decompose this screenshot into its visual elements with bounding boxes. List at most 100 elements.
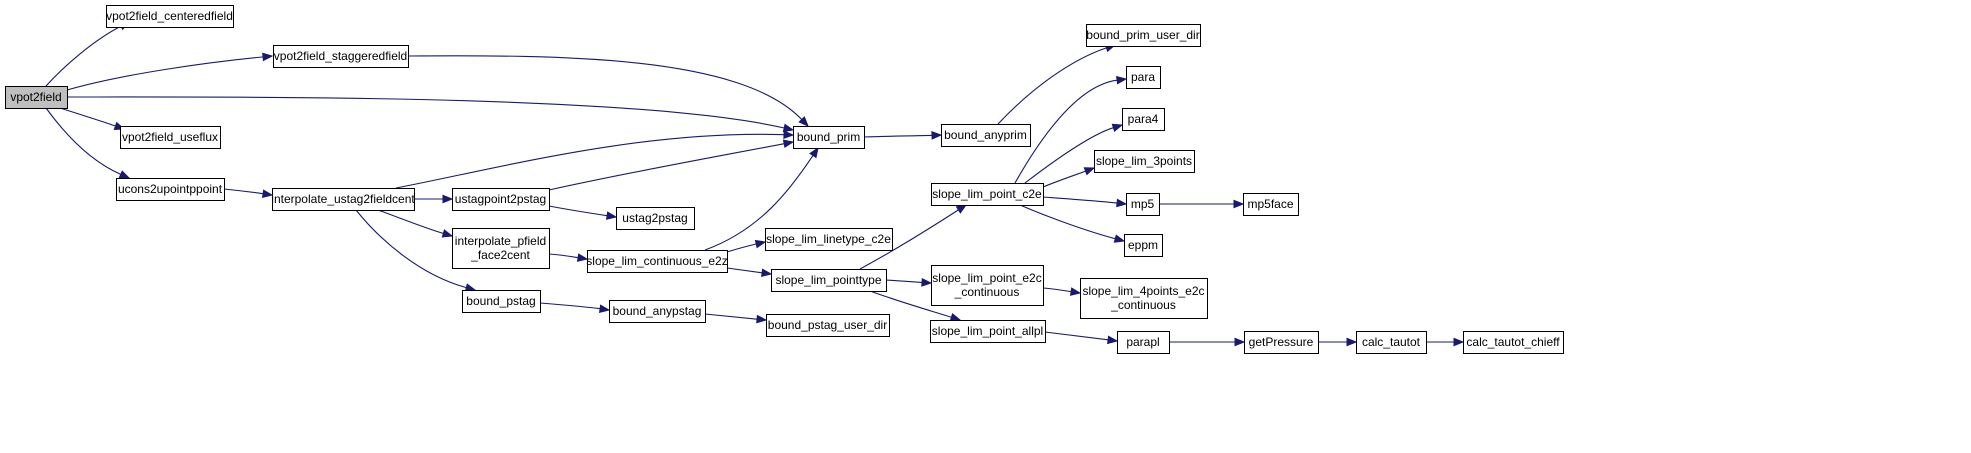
node-para[interactable]: para <box>1126 66 1161 89</box>
node-box[interactable] <box>941 124 1031 147</box>
node-label-line: para4 <box>1128 112 1159 126</box>
arrowhead <box>756 314 768 324</box>
node-parapl[interactable]: parapl <box>1117 331 1170 354</box>
node-box[interactable] <box>116 178 225 201</box>
node-bound-pstag[interactable]: bound_pstag <box>462 290 541 313</box>
arrowhead <box>1113 234 1126 243</box>
node-ucons2upointppoint[interactable]: ucons2upointppoint <box>116 178 225 201</box>
node-box[interactable] <box>1124 234 1163 257</box>
node-slope-lim-continuous-e2z[interactable]: slope_lim_continuous_e2z <box>586 250 728 273</box>
node-interpolate-pfield-face2cent[interactable]: interpolate_pfield_face2cent <box>452 228 550 269</box>
arrowhead <box>1453 337 1465 347</box>
edge-slope_lim_pointtype-to-slope_lim_point_e2c_continuous <box>885 278 933 287</box>
node-label-line: slope_lim_linetype_c2e <box>766 232 891 246</box>
node-label-line: ustagpoint2pstag <box>455 192 546 206</box>
node-calc-tautot-chieff[interactable]: calc_tautot_chieff <box>1463 331 1564 354</box>
node-box[interactable] <box>120 126 221 149</box>
arrowhead <box>441 229 454 238</box>
node-slope-lim-point-allpl[interactable]: slope_lim_point_allpl <box>930 320 1046 343</box>
node-box[interactable] <box>462 290 541 313</box>
node-box[interactable] <box>273 45 409 68</box>
node-calc-tautot[interactable]: calc_tautot <box>1356 331 1427 354</box>
edge-line <box>1042 287 1072 293</box>
node-slope-lim-4points-e2c-continuous[interactable]: slope_lim_4points_e2c_continuous <box>1080 278 1208 319</box>
node-label: bound_prim_user_dir <box>1086 28 1199 42</box>
node-vpot2field-useflux[interactable]: vpot2field_useflux <box>120 126 221 149</box>
node-box[interactable] <box>766 314 890 337</box>
node-eppm[interactable]: eppm <box>1124 234 1163 257</box>
node-box[interactable] <box>5 86 68 109</box>
node-slope-lim-3points[interactable]: slope_lim_3points <box>1094 150 1195 173</box>
node-box[interactable] <box>1463 331 1564 354</box>
node-label-line: bound_anypstag <box>613 304 702 318</box>
node-box[interactable] <box>452 228 550 269</box>
node-ustagpoint2pstag[interactable]: ustagpoint2pstag <box>452 188 550 211</box>
node-box[interactable] <box>1356 331 1427 354</box>
node-label: ucons2upointppoint <box>118 182 223 196</box>
node-ustag2pstag[interactable]: ustag2pstag <box>616 207 695 230</box>
arrowhead <box>1111 123 1124 132</box>
node-box[interactable] <box>771 269 887 292</box>
node-slope-lim-point-e2c-continuous[interactable]: slope_lim_point_e2c_continuous <box>931 265 1044 306</box>
node-mp5face[interactable]: mp5face <box>1243 193 1299 216</box>
node-box[interactable] <box>793 126 865 149</box>
node-interpolate-ustag2fieldcent[interactable]: interpolate_ustag2fieldcent <box>271 188 415 211</box>
node-box[interactable] <box>930 320 1046 343</box>
node-label: eppm <box>1128 238 1158 252</box>
node-slope-lim-point-c2e[interactable]: slope_lim_point_c2e <box>931 183 1044 206</box>
node-box[interactable] <box>1126 193 1160 216</box>
node-label: slope_lim_4points_e2c_continuous <box>1082 284 1204 312</box>
node-label-line: _continuous <box>1110 298 1176 312</box>
node-box[interactable] <box>616 207 695 230</box>
node-bound-prim[interactable]: bound_prim <box>793 126 865 149</box>
edge-line <box>223 188 264 195</box>
node-box[interactable] <box>106 5 234 28</box>
node-slope-lim-linetype-c2e[interactable]: slope_lim_linetype_c2e <box>765 228 893 251</box>
edge-mp5-to-mp5face <box>1159 199 1245 209</box>
node-getPressure[interactable]: getPressure <box>1244 331 1319 354</box>
node-box[interactable] <box>1126 66 1161 89</box>
edge-ustagpoint2pstag-to-bound_prim <box>548 139 795 191</box>
edge-line <box>997 47 1107 125</box>
node-box[interactable] <box>609 300 706 323</box>
edge-slope_lim_point_c2e-to-eppm <box>1019 204 1126 243</box>
node-box[interactable] <box>1243 193 1299 216</box>
node-bound-anypstag[interactable]: bound_anypstag <box>609 300 706 323</box>
node-vpot2field-centeredfield[interactable]: vpot2field_centeredfield <box>106 5 234 28</box>
node-bound-prim-user-dir[interactable]: bound_prim_user_dir <box>1086 24 1201 47</box>
node-mp5[interactable]: mp5 <box>1126 193 1160 216</box>
node-bound-pstag-user-dir[interactable]: bound_pstag_user_dir <box>766 314 890 337</box>
node-box[interactable] <box>1122 108 1165 131</box>
node-label-line: vpot2field <box>10 90 61 104</box>
node-box[interactable] <box>931 265 1044 306</box>
arrowhead <box>761 268 773 278</box>
node-box[interactable] <box>452 188 550 211</box>
arrowhead <box>798 116 809 127</box>
node-box[interactable] <box>1094 150 1195 173</box>
node-box[interactable] <box>765 228 893 251</box>
node-label: slope_lim_3points <box>1096 154 1192 168</box>
node-slope-lim-pointtype[interactable]: slope_lim_pointtype <box>771 269 887 292</box>
node-box[interactable] <box>1244 331 1319 354</box>
node-label-line: ucons2upointppoint <box>118 182 223 196</box>
node-vpot2field[interactable]: vpot2field <box>5 86 68 109</box>
node-label-line: bound_anyprim <box>944 128 1027 142</box>
node-box[interactable] <box>1086 24 1201 47</box>
edge-ustagpoint2pstag-to-ustag2pstag <box>548 205 618 220</box>
edge-line <box>45 25 122 87</box>
node-box[interactable] <box>272 188 415 211</box>
node-bound-anyprim[interactable]: bound_anyprim <box>941 124 1031 147</box>
edge-parapl-to-getPressure <box>1168 337 1246 347</box>
edge-line <box>1044 331 1109 341</box>
edges-layer <box>45 21 1465 347</box>
node-vpot2field-staggeredfield[interactable]: vpot2field_staggeredfield <box>273 45 409 68</box>
node-box[interactable] <box>1080 278 1208 319</box>
node-box[interactable] <box>587 250 728 273</box>
edge-line <box>1042 170 1086 188</box>
node-box[interactable] <box>931 183 1044 206</box>
arrowhead <box>1234 337 1246 347</box>
node-box[interactable] <box>1117 331 1170 354</box>
node-label: slope_lim_point_e2c_continuous <box>932 271 1041 299</box>
node-para4[interactable]: para4 <box>1122 108 1165 131</box>
